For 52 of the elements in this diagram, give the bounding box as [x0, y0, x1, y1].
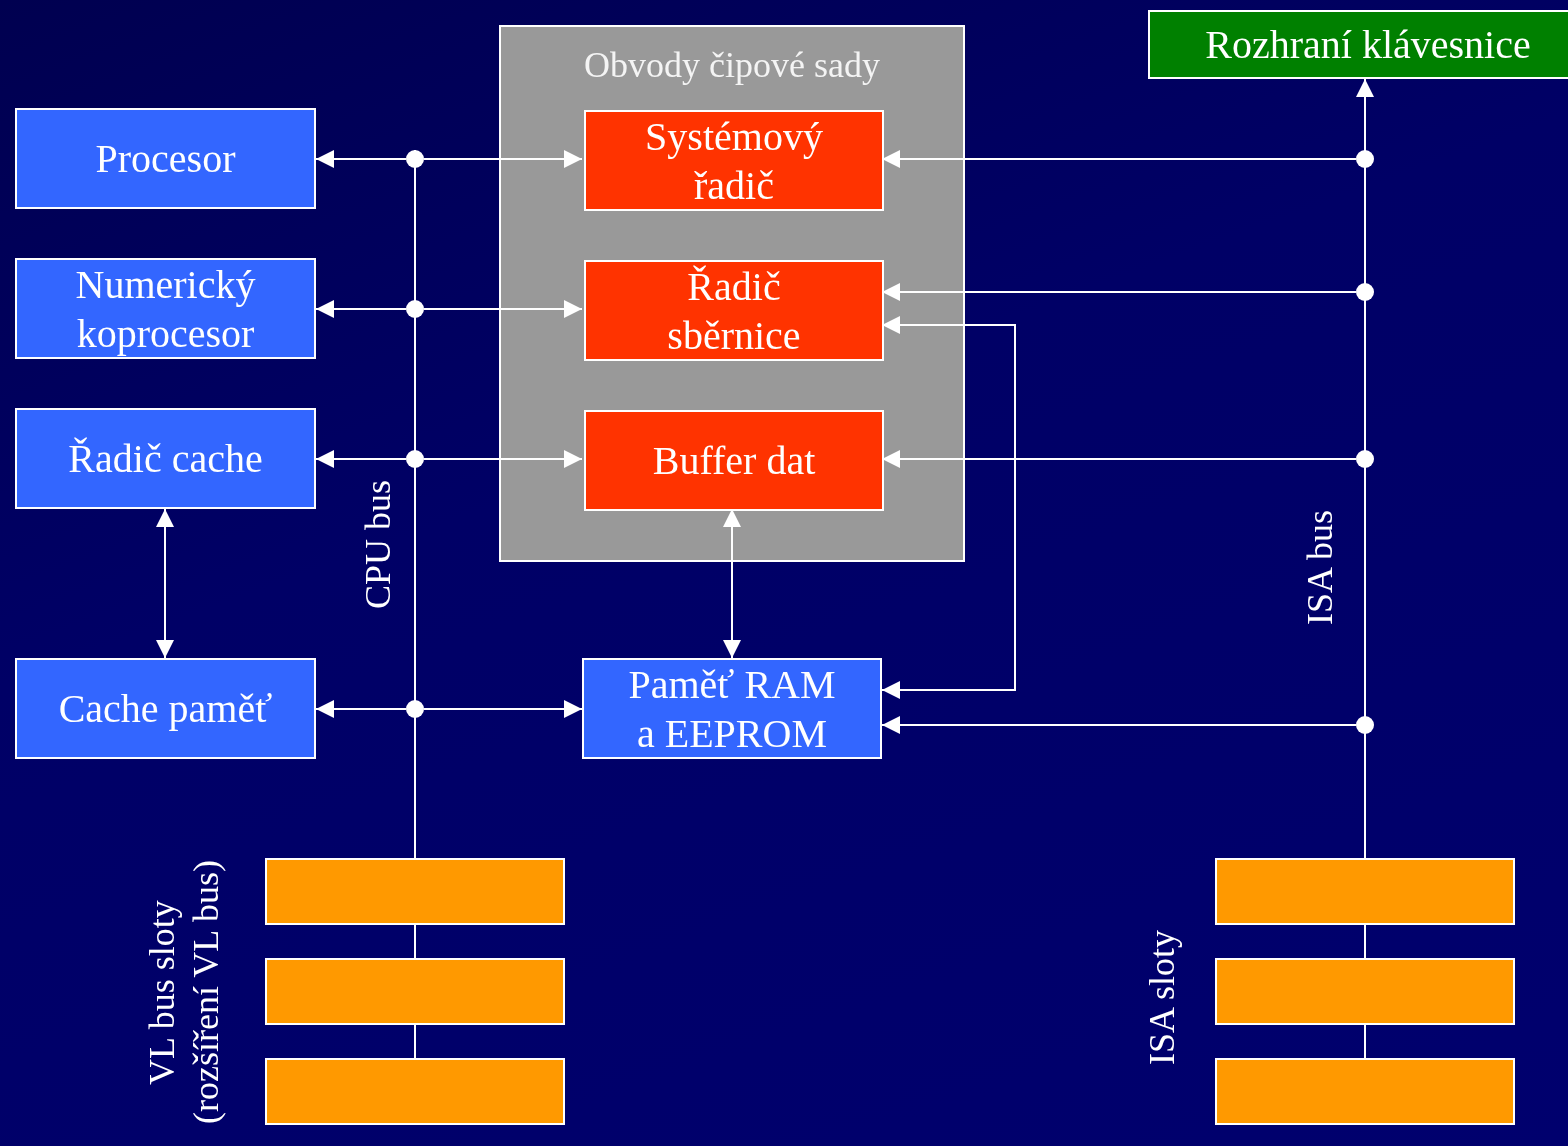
box-label: Řadič sběrnice	[666, 262, 802, 360]
connector-line	[414, 924, 416, 959]
arrow	[423, 700, 583, 718]
arrow	[423, 300, 583, 318]
slot-box	[265, 1058, 565, 1125]
arrow	[881, 716, 1357, 734]
arrow	[315, 700, 407, 718]
box-label: Řadič cache	[68, 435, 263, 483]
slot-box	[1215, 958, 1515, 1025]
component-box	[15, 408, 316, 509]
slot-group-label: VL bus sloty (rozšíření VL bus)	[141, 859, 227, 1127]
arrow	[315, 300, 407, 318]
slot-box	[265, 858, 565, 925]
connector-line	[414, 1024, 416, 1059]
connector-line	[1364, 1024, 1366, 1059]
component-box	[15, 108, 316, 209]
box-label: Paměť RAM a EEPROM	[627, 660, 837, 758]
slot-group-label: ISA sloty	[1141, 929, 1183, 1068]
arrow	[1356, 78, 1374, 141]
bus-label: CPU bus	[357, 480, 399, 610]
arrow	[881, 316, 1016, 699]
arrow	[723, 508, 741, 659]
chipset-box	[584, 110, 884, 211]
bus-label: ISA bus	[1299, 510, 1341, 626]
slot-box	[265, 958, 565, 1025]
arrow	[881, 283, 1357, 301]
box-label: Systémový řadič	[644, 112, 824, 210]
component-box	[582, 658, 882, 759]
slot-box	[1215, 1058, 1515, 1125]
component-box	[15, 258, 316, 359]
chipset-box	[584, 260, 884, 361]
box-label: Procesor	[95, 135, 236, 183]
arrow	[315, 450, 407, 468]
slot-box	[1215, 858, 1515, 925]
panel-title: Obvody čipové sady	[584, 44, 880, 87]
arrow	[423, 150, 583, 168]
box-label: Buffer dat	[652, 437, 816, 485]
arrow	[881, 450, 1357, 468]
chipset-box	[584, 410, 884, 511]
arrow	[156, 508, 174, 659]
component-box	[15, 658, 316, 759]
connector-line	[1364, 924, 1366, 959]
chipset-panel	[499, 25, 965, 562]
arrow	[423, 450, 583, 468]
arrow	[881, 150, 1357, 168]
box-label: Numerický koprocesor	[74, 260, 257, 358]
connector-line	[414, 779, 416, 859]
interface-box	[1148, 10, 1568, 79]
arrow	[315, 150, 407, 168]
connector-line	[1364, 779, 1366, 859]
box-label: Rozhraní klávesnice	[1205, 21, 1531, 69]
box-label: Cache paměť	[58, 685, 273, 733]
